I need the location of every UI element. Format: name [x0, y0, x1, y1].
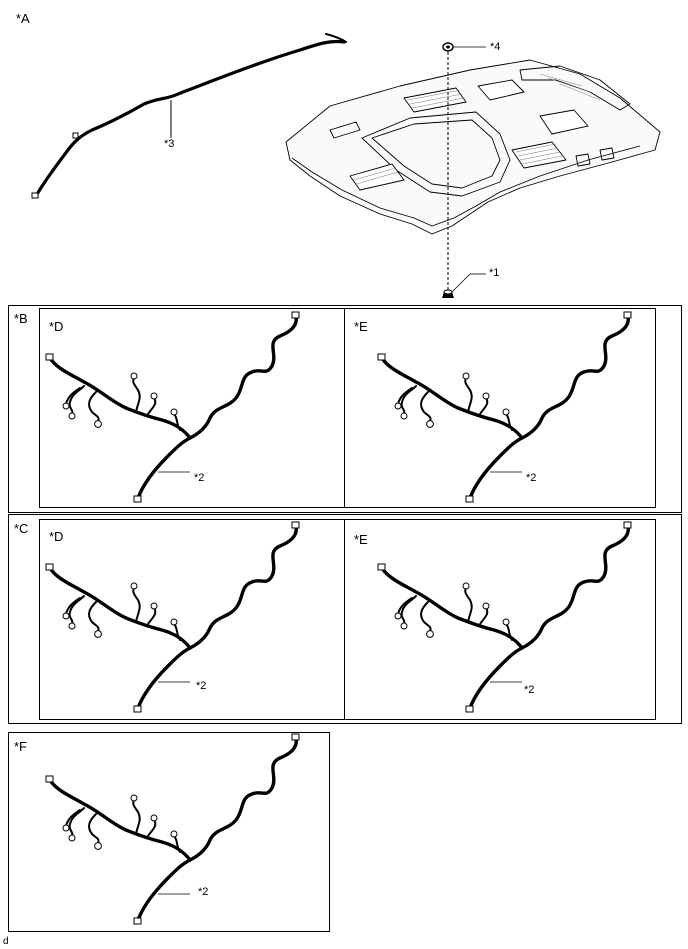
callout-4: *4	[490, 41, 501, 53]
panel-b-right-frame	[344, 308, 656, 508]
callout-2-b-d: *2	[194, 472, 205, 484]
panel-c	[8, 514, 682, 724]
panel-b-left-label: *D	[49, 319, 64, 334]
harness-c-e	[376, 520, 633, 714]
callout-2-b-e: *2	[526, 472, 537, 484]
panel-c-right-label: *E	[354, 532, 368, 547]
panel-b-label: *B	[14, 311, 28, 326]
panel-c-label: *C	[14, 521, 29, 536]
harness-b-d	[44, 310, 301, 504]
harness-f	[44, 732, 301, 926]
panel-b-right-label: *E	[354, 319, 368, 334]
callout-2-c-d: *2	[196, 680, 207, 692]
panel-f-label: *F	[14, 739, 27, 754]
panel-b	[8, 305, 682, 513]
panel-a-label: *A	[16, 11, 30, 26]
callout-2-c-e: *2	[524, 684, 535, 696]
panel-f	[8, 732, 330, 932]
callout-2-f: *2	[198, 886, 209, 898]
figure-code: d	[3, 936, 9, 947]
harness-b-e	[376, 310, 633, 504]
callout-3: *3	[164, 138, 175, 150]
harness-c-d	[44, 520, 301, 714]
panel-c-left-label: *D	[49, 529, 64, 544]
panel-c-right-frame	[344, 519, 656, 720]
callout-1: *1	[489, 267, 500, 279]
